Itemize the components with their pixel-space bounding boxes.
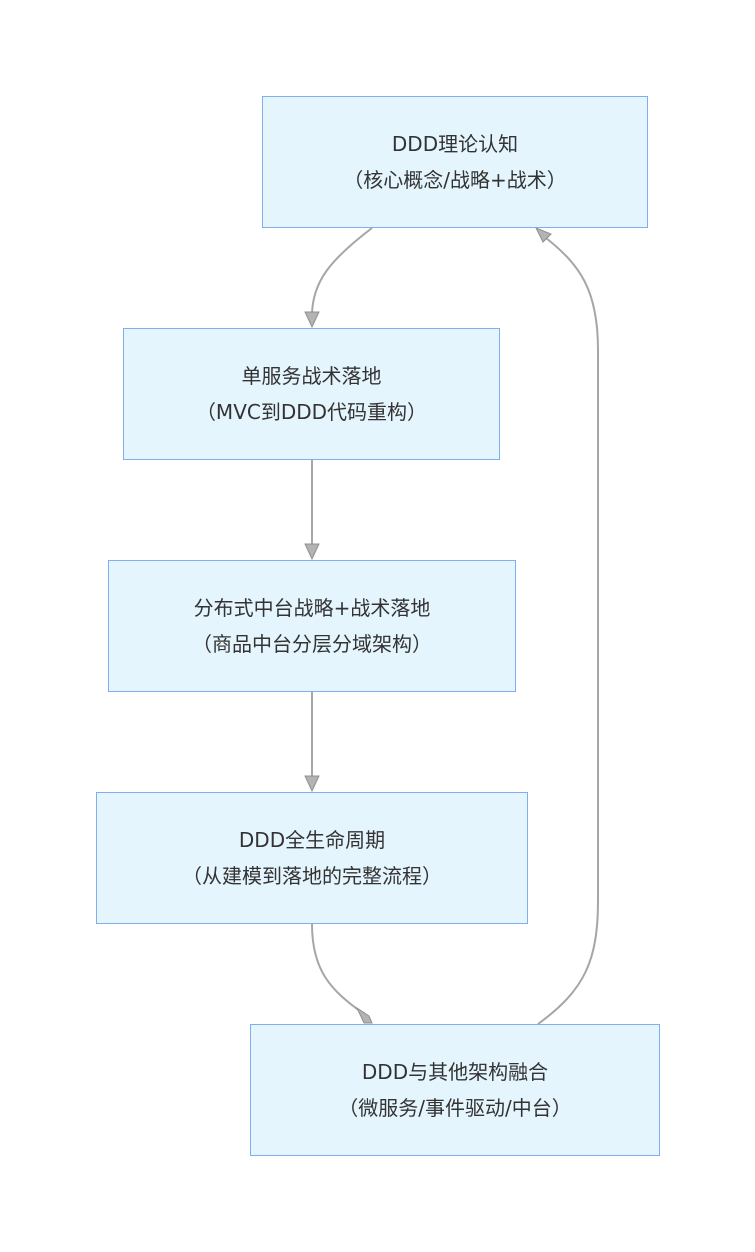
- node-single-service-tactics: 单服务战术落地 （MVC到DDD代码重构）: [123, 328, 500, 460]
- node-title: DDD与其他架构融合: [361, 1060, 549, 1084]
- node-subtitle: （MVC到DDD代码重构）: [195, 400, 428, 424]
- node-title: DDD全生命周期: [238, 828, 386, 852]
- node-ddd-theory: DDD理论认知 （核心概念/战略+战术）: [262, 96, 648, 228]
- node-title: 单服务战术落地: [241, 364, 382, 388]
- arrowhead-n3-n4: [304, 775, 320, 793]
- node-title: 分布式中台战略+战术落地: [193, 596, 431, 620]
- arrowhead-n1-n2: [304, 311, 320, 329]
- node-subtitle: （微服务/事件驱动/中台）: [338, 1096, 572, 1120]
- node-distributed-platform: 分布式中台战略+战术落地 （商品中台分层分域架构）: [108, 560, 516, 692]
- node-ddd-integration: DDD与其他架构融合 （微服务/事件驱动/中台）: [250, 1024, 660, 1156]
- node-subtitle: （商品中台分层分域架构）: [192, 632, 432, 656]
- edge-n4-n5: [311, 923, 365, 1015]
- node-subtitle: （核心概念/战略+战术）: [343, 168, 567, 192]
- node-title: DDD理论认知: [391, 132, 519, 156]
- edge-n5-n1: [537, 237, 599, 1025]
- arrowhead-n5-n1: [534, 227, 552, 243]
- edge-n1-n2: [311, 227, 373, 317]
- arrowhead-n4-n5: [355, 1006, 373, 1024]
- node-ddd-lifecycle: DDD全生命周期 （从建模到落地的完整流程）: [96, 792, 528, 924]
- arrowhead-n2-n3: [304, 543, 320, 561]
- node-subtitle: （从建模到落地的完整流程）: [182, 864, 442, 888]
